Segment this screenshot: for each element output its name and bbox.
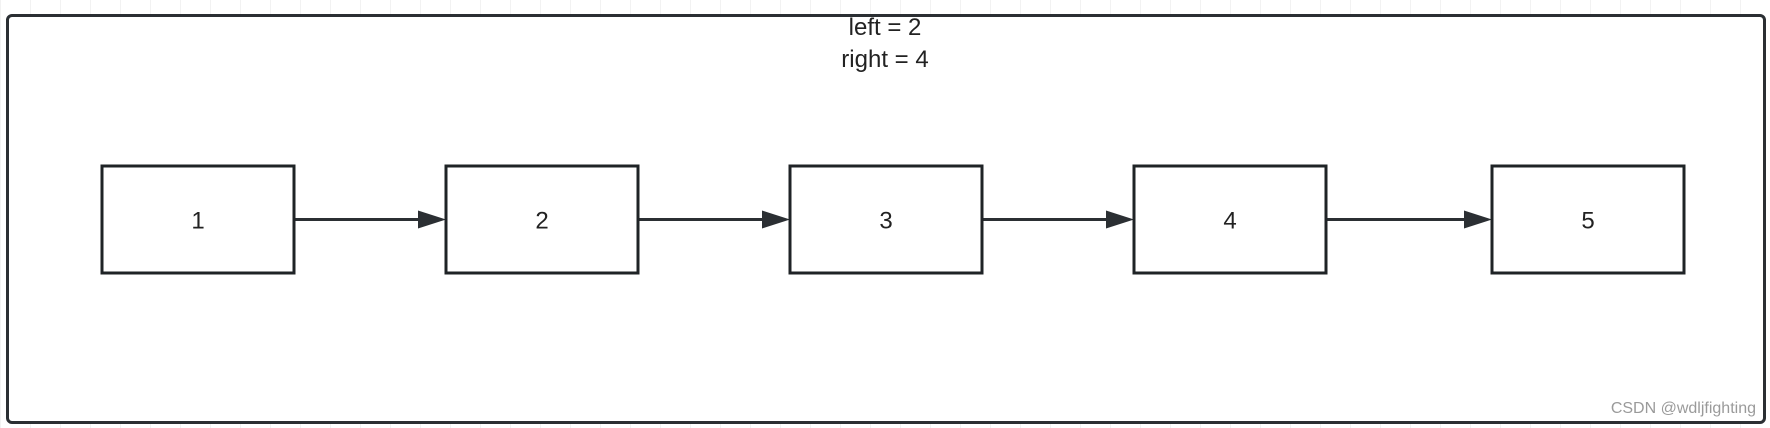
- node-box: [788, 164, 984, 275]
- node-2: 2: [444, 164, 640, 275]
- edge-3-to-4: [982, 210, 1134, 229]
- node-label: 4: [1223, 208, 1236, 235]
- arrowhead: [762, 210, 790, 229]
- node-5: 5: [1490, 164, 1686, 275]
- left-pointer-caption: left = 2: [848, 14, 922, 41]
- edge-4-to-5: [1326, 210, 1492, 229]
- edge-2-to-3: [638, 210, 790, 229]
- node-4: 4: [1132, 164, 1328, 275]
- nodes-layer: 1 2 3 4 5: [100, 164, 1686, 275]
- node-1: 1: [100, 164, 296, 275]
- edges-layer: [294, 210, 1492, 229]
- edge-1-to-2: [294, 210, 446, 229]
- node-label: 2: [535, 208, 548, 235]
- node-label: 3: [879, 208, 892, 235]
- arrowhead: [1464, 210, 1492, 229]
- node-box: [444, 164, 640, 275]
- node-3: 3: [788, 164, 984, 275]
- right-pointer-caption: right = 4: [841, 46, 929, 73]
- node-label: 1: [191, 208, 204, 235]
- arrowhead: [418, 210, 446, 229]
- node-label: 5: [1581, 208, 1594, 235]
- arrowhead: [1106, 210, 1134, 229]
- node-box: [1132, 164, 1328, 275]
- watermark-text: CSDN @wdljfighting: [1610, 400, 1756, 417]
- node-box: [1490, 164, 1686, 275]
- node-box: [100, 164, 296, 275]
